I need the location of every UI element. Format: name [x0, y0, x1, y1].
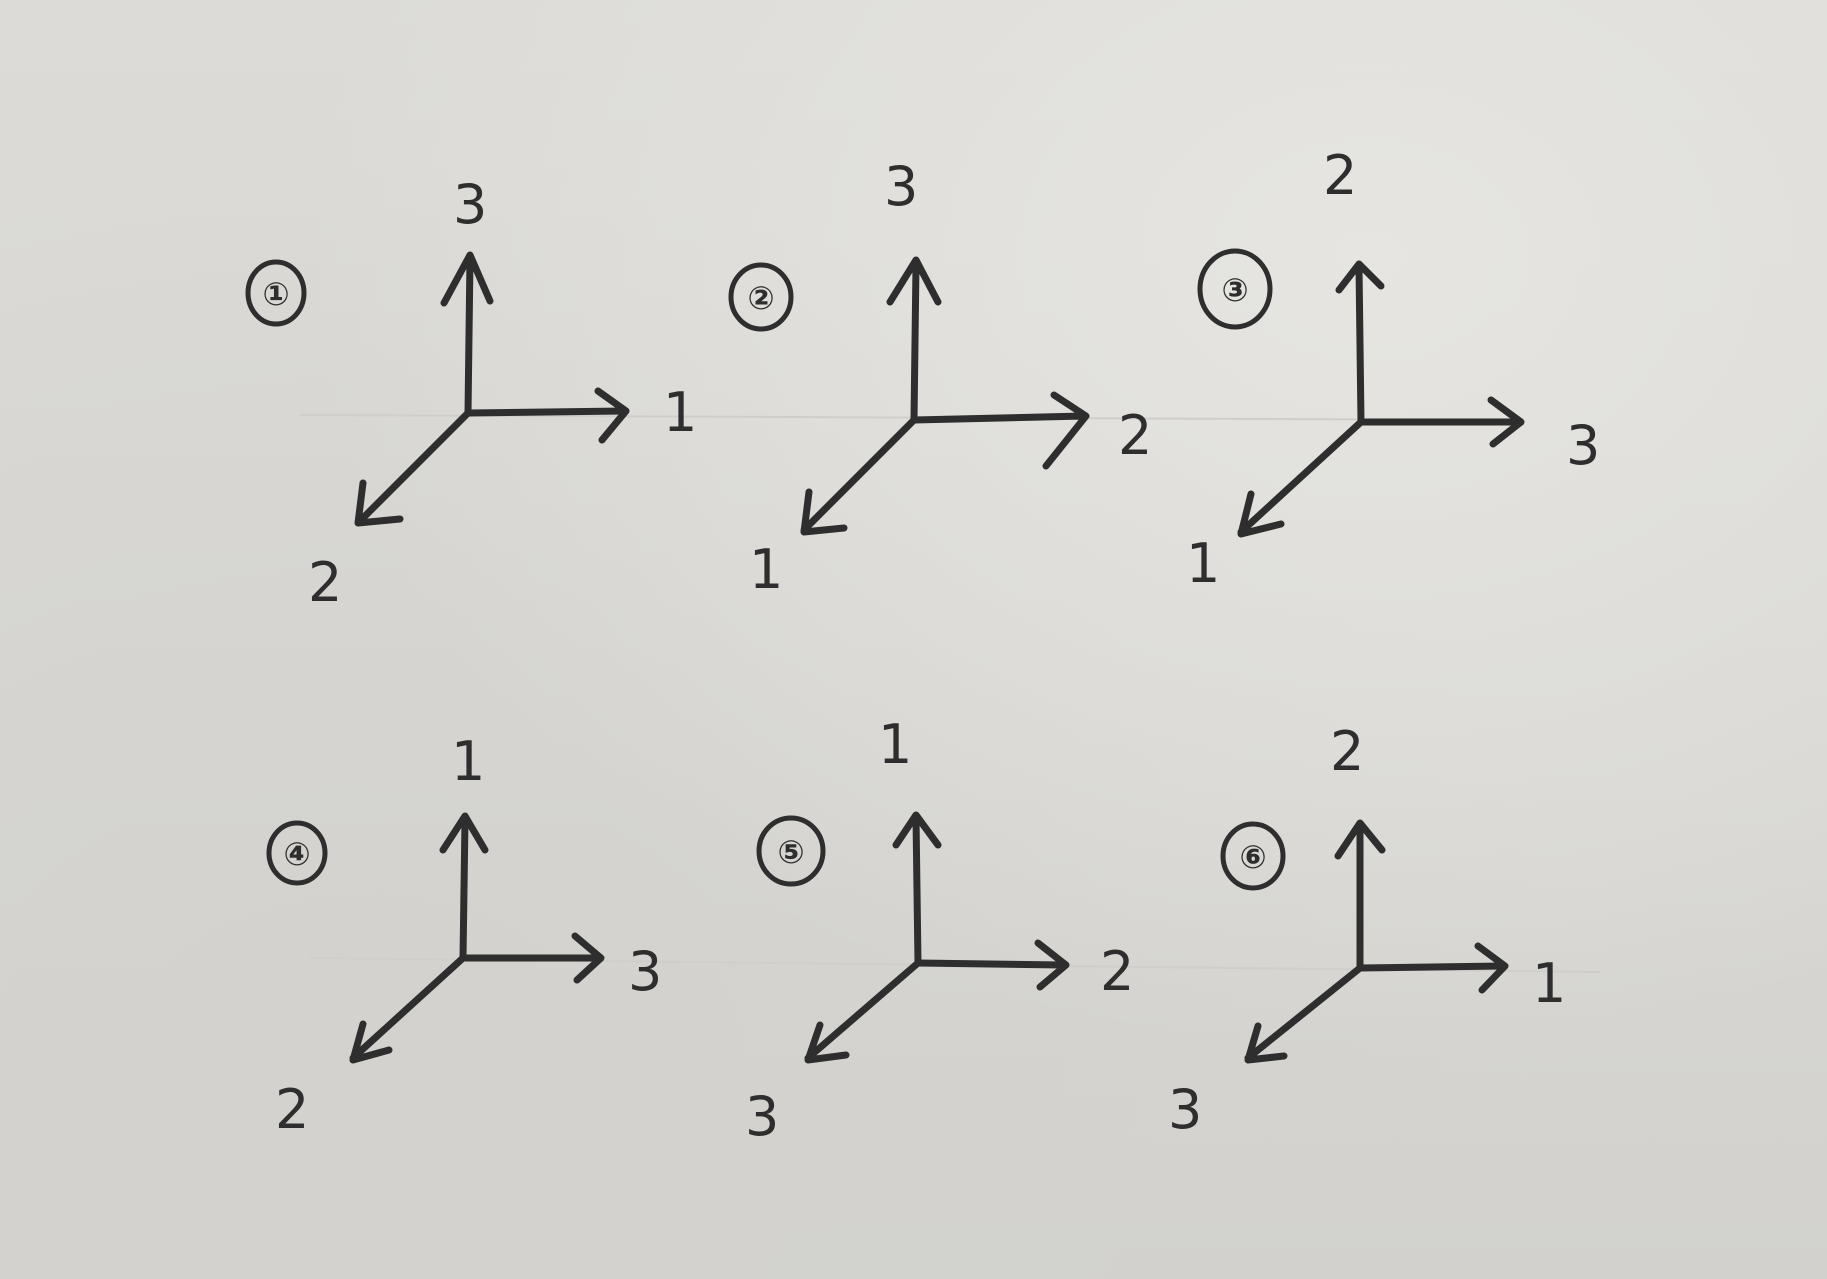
diag-axis-label: 2: [275, 1078, 309, 1141]
right-arrow: [910, 391, 1090, 470]
up-arrow: [440, 251, 494, 417]
figure-number-circle: [756, 815, 826, 887]
right-axis-label: 2: [1100, 940, 1134, 1003]
axes-figure-5: ⑤ 1 2 3: [745, 713, 1134, 1148]
right-axis-label: 1: [663, 381, 697, 444]
figure-number-circle: [1197, 248, 1273, 330]
diagonal-arrow: [800, 416, 918, 536]
diagonal-arrow: [349, 954, 467, 1064]
axes-figure-4: ④ 1 3 2: [266, 730, 662, 1141]
diag-axis-label: 3: [1168, 1078, 1202, 1141]
right-arrow: [1356, 942, 1509, 994]
diag-axis-label: 1: [1186, 532, 1220, 595]
up-arrow: [1335, 260, 1385, 426]
right-axis-label: 3: [1566, 414, 1600, 477]
up-axis-label: 2: [1330, 720, 1364, 783]
diagonal-arrow: [354, 409, 472, 527]
diagonal-arrow: [1244, 964, 1364, 1064]
up-axis-label: 1: [878, 713, 912, 776]
diag-axis-label: 2: [308, 551, 342, 614]
axes-figure-1: ① 3 1 2: [245, 173, 697, 614]
figure-number: ④: [283, 835, 310, 873]
right-arrow: [914, 939, 1070, 991]
right-arrow: [459, 932, 605, 984]
up-arrow: [1334, 819, 1386, 972]
up-axis-label: 1: [451, 730, 485, 793]
diagonal-arrow: [1237, 418, 1365, 538]
figure-number-circle: [245, 259, 307, 327]
up-axis-label: 3: [884, 155, 918, 218]
figure-number: ⑤: [777, 833, 804, 871]
diag-axis-label: 3: [745, 1085, 779, 1148]
figure-number: ⑥: [1239, 838, 1266, 876]
up-axis-label: 2: [1323, 144, 1357, 207]
right-arrow: [1357, 396, 1525, 448]
figure-number-circle: [728, 262, 794, 332]
up-arrow: [439, 812, 489, 962]
axes-figure-2: ② 3 2 1: [728, 155, 1152, 601]
right-axis-label: 2: [1118, 404, 1152, 467]
figure-number: ③: [1221, 271, 1248, 309]
figure-number: ②: [747, 279, 774, 317]
figure-number: ①: [262, 275, 289, 313]
diagonal-arrow: [804, 959, 922, 1064]
up-arrow: [886, 256, 942, 424]
up-axis-label: 3: [453, 173, 487, 236]
up-arrow: [892, 811, 942, 967]
diag-axis-label: 1: [749, 538, 783, 601]
axes-figure-6: ⑥ 2 1 3: [1168, 720, 1566, 1141]
right-arrow: [464, 387, 630, 444]
figure-number-circle: [1220, 821, 1286, 891]
axes-figure-3: ③ 2 3 1: [1186, 144, 1600, 595]
figure-number-circle: [266, 820, 328, 886]
right-axis-label: 3: [628, 940, 662, 1003]
right-axis-label: 1: [1532, 952, 1566, 1015]
